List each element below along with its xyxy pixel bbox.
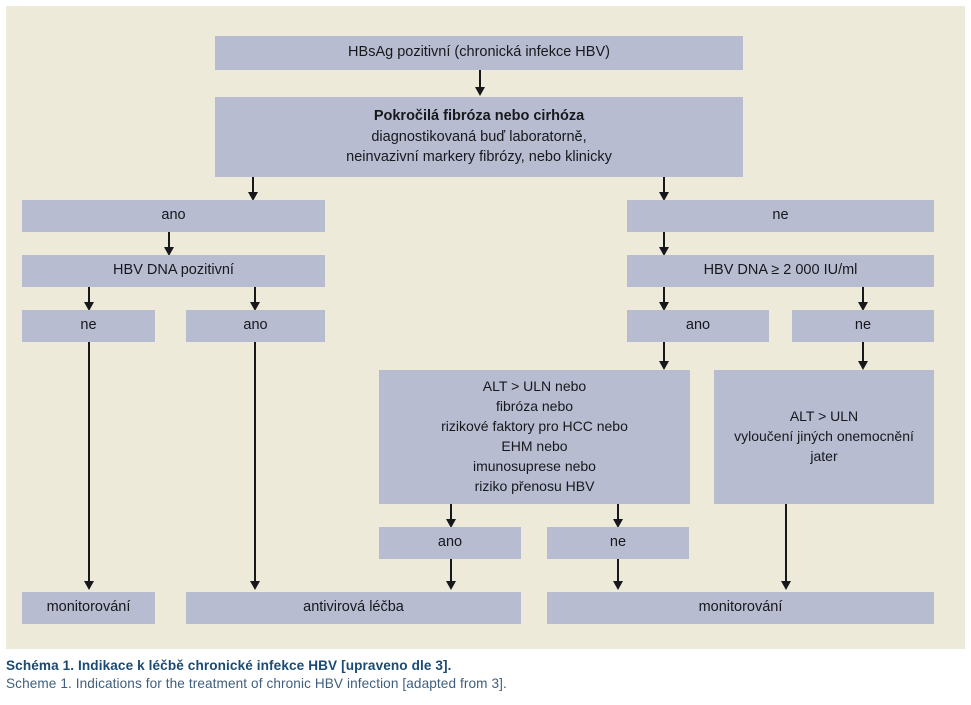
node-fibrosis-no: ne [627, 200, 934, 232]
arrowhead-criteriaright-to-monitoring [780, 581, 791, 590]
connector-hbvdnalevel-to-no [862, 287, 864, 303]
connector-hbvdnapos-to-no [88, 287, 90, 303]
arrowhead-criteriano-to-monitoring [612, 581, 623, 590]
node-fibrosis-yes-label: ano [161, 207, 186, 224]
node-outcome-monitoring-right: monitorování [547, 592, 934, 624]
node-dnalevel-yes: ano [627, 310, 769, 342]
node-dnapos-no: ne [22, 310, 155, 342]
connector-dnaposyes-to-antiviral [254, 342, 256, 582]
node-fibrosis-no-label: ne [772, 207, 789, 224]
arrowhead-criteria-to-no [612, 519, 623, 528]
arrowhead-dnalevelno-to-criteria [857, 361, 868, 370]
node-hbvdna-positive: HBV DNA pozitivní [22, 255, 325, 287]
node-criteria-no-label: ne [609, 534, 627, 551]
node-advanced-fibrosis: Pokročilá fibróza nebo cirhóza diagnosti… [215, 97, 743, 177]
arrowhead-hbvdnalevel-to-yes [658, 302, 669, 311]
node-hbsag-positive: HBsAg pozitivní (chronická infekce HBV) [215, 36, 743, 70]
connector-dnalevelyes-to-criteria [663, 342, 665, 367]
criteria-middle-line-5: imunosuprese nebo [473, 457, 596, 474]
connector-no-to-hbvdna-level [663, 232, 665, 248]
arrowhead-hbvdnapos-to-no [83, 302, 94, 311]
node-hbvdna-level: HBV DNA ≥ 2 000 IU/ml [627, 255, 934, 287]
criteria-middle-line-6: riziko přenosu HBV [474, 477, 595, 494]
connector-yes-to-hbvdna-pos [168, 232, 170, 248]
connector-fibrosis-to-no [663, 177, 665, 193]
connector-dnalevelno-to-criteria [862, 342, 864, 367]
connector-fibrosis-to-yes [252, 177, 254, 193]
connector-dnaposno-to-monitoring [88, 342, 90, 582]
arrowhead-hbvdnapos-to-yes [249, 302, 260, 311]
arrowhead-criteria-to-yes [445, 519, 456, 528]
node-criteria-right: ALT > ULN vyloučení jiných onemocnění ja… [714, 370, 934, 504]
arrowhead-fibrosis-to-no [658, 192, 669, 201]
connector-criteria-to-no [617, 504, 619, 520]
node-dnalevel-no: ne [792, 310, 934, 342]
node-outcome-antiviral: antivirová léčba [186, 592, 521, 624]
connector-criteriaright-to-monitoring [785, 504, 787, 582]
node-hbvdna-level-label: HBV DNA ≥ 2 000 IU/ml [703, 262, 858, 279]
node-outcome-monitoring-right-label: monitorování [698, 599, 783, 616]
node-dnapos-no-label: ne [80, 317, 97, 334]
connector-root-to-fibrosis [479, 70, 481, 88]
node-dnalevel-yes-label: ano [685, 317, 711, 334]
node-criteria-yes: ano [379, 527, 521, 559]
node-criteria-yes-label: ano [437, 534, 463, 551]
arrowhead-fibrosis-to-yes [247, 192, 258, 201]
connector-hbvdnalevel-to-yes [663, 287, 665, 303]
node-dnalevel-no-label: ne [854, 317, 872, 334]
caption-english: Scheme 1. Indications for the treatment … [6, 676, 507, 691]
arrowhead-dnaposyes-to-antiviral [249, 581, 260, 590]
figure-caption: Schéma 1. Indikace k léčbě chronické inf… [6, 658, 965, 691]
connector-criteriayes-to-antiviral [450, 559, 452, 581]
node-criteria-middle: ALT > ULN nebo fibróza nebo rizikové fak… [379, 370, 690, 504]
node-hbvdna-positive-label: HBV DNA pozitivní [113, 262, 234, 279]
node-advanced-fibrosis-line3: neinvazivní markery fibrózy, nebo klinic… [346, 149, 612, 166]
node-criteria-no: ne [547, 527, 689, 559]
arrowhead-yes-to-hbvdna-pos [163, 247, 174, 256]
arrowhead-hbvdnalevel-to-no [857, 302, 868, 311]
flowchart-panel: HBsAg pozitivní (chronická infekce HBV) … [6, 6, 965, 649]
criteria-right-line-3: jater [810, 447, 838, 464]
node-advanced-fibrosis-title: Pokročilá fibróza nebo cirhóza [373, 108, 585, 125]
arrowhead-dnaposno-to-monitoring [83, 581, 94, 590]
arrowhead-no-to-hbvdna-level [658, 247, 669, 256]
node-outcome-monitoring-left-label: monitorování [46, 599, 131, 616]
criteria-middle-line-2: fibróza nebo [495, 398, 574, 415]
criteria-right-line-2: vyloučení jiných onemocnění [734, 428, 914, 445]
node-fibrosis-yes: ano [22, 200, 325, 232]
criteria-middle-line-4: EHM nebo [501, 438, 568, 454]
arrowhead-dnalevelyes-to-criteria [658, 361, 669, 370]
connector-criteriano-to-monitoring [617, 559, 619, 581]
criteria-middle-line-3: rizikové faktory pro HCC nebo [441, 418, 628, 435]
caption-czech: Schéma 1. Indikace k léčbě chronické inf… [6, 658, 452, 673]
connector-criteria-to-yes [450, 504, 452, 520]
arrowhead-root-to-fibrosis [474, 87, 485, 96]
node-advanced-fibrosis-line2: diagnostikovaná buď laboratorně, [371, 128, 587, 145]
criteria-middle-line-1: ALT > ULN nebo [482, 378, 587, 395]
connector-hbvdnapos-to-yes [254, 287, 256, 303]
node-dnapos-yes-label: ano [243, 317, 268, 334]
node-outcome-antiviral-label: antivirová léčba [303, 599, 404, 616]
arrowhead-criteriayes-to-antiviral [445, 581, 456, 590]
node-outcome-monitoring-left: monitorování [22, 592, 155, 624]
node-hbsag-positive-label: HBsAg pozitivní (chronická infekce HBV) [348, 44, 610, 61]
node-dnapos-yes: ano [186, 310, 325, 342]
criteria-right-line-1: ALT > ULN [789, 408, 859, 425]
